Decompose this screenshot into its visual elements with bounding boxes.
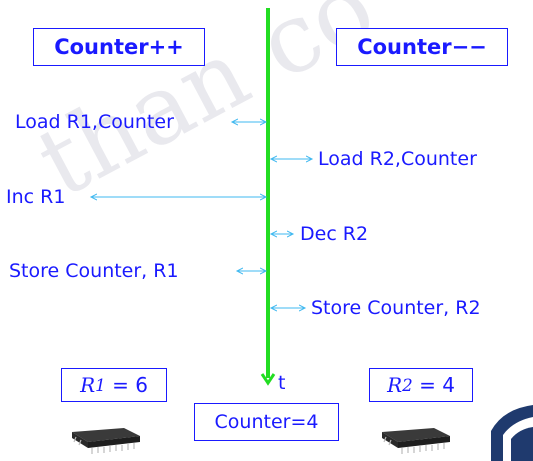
op-store-r2: Store Counter, R2 — [311, 297, 481, 319]
time-axis-label: t — [278, 372, 286, 394]
counter-result-box: Counter=4 — [194, 403, 339, 441]
op-store-r1: Store Counter, R1 — [9, 260, 179, 282]
op-dec-r2: Dec R2 — [300, 223, 369, 245]
time-axis-arrowhead — [260, 373, 276, 386]
counter-decrement-title: Counter−− — [336, 28, 508, 66]
op-load-r1: Load R1,Counter — [15, 111, 174, 133]
university-logo — [491, 405, 533, 461]
op-load-r2: Load R2,Counter — [318, 148, 477, 170]
counter-increment-title: Counter++ — [33, 28, 205, 66]
chip-icon — [382, 428, 450, 454]
chip-icon — [72, 428, 140, 454]
op-inc-r1: Inc R1 — [6, 186, 66, 208]
